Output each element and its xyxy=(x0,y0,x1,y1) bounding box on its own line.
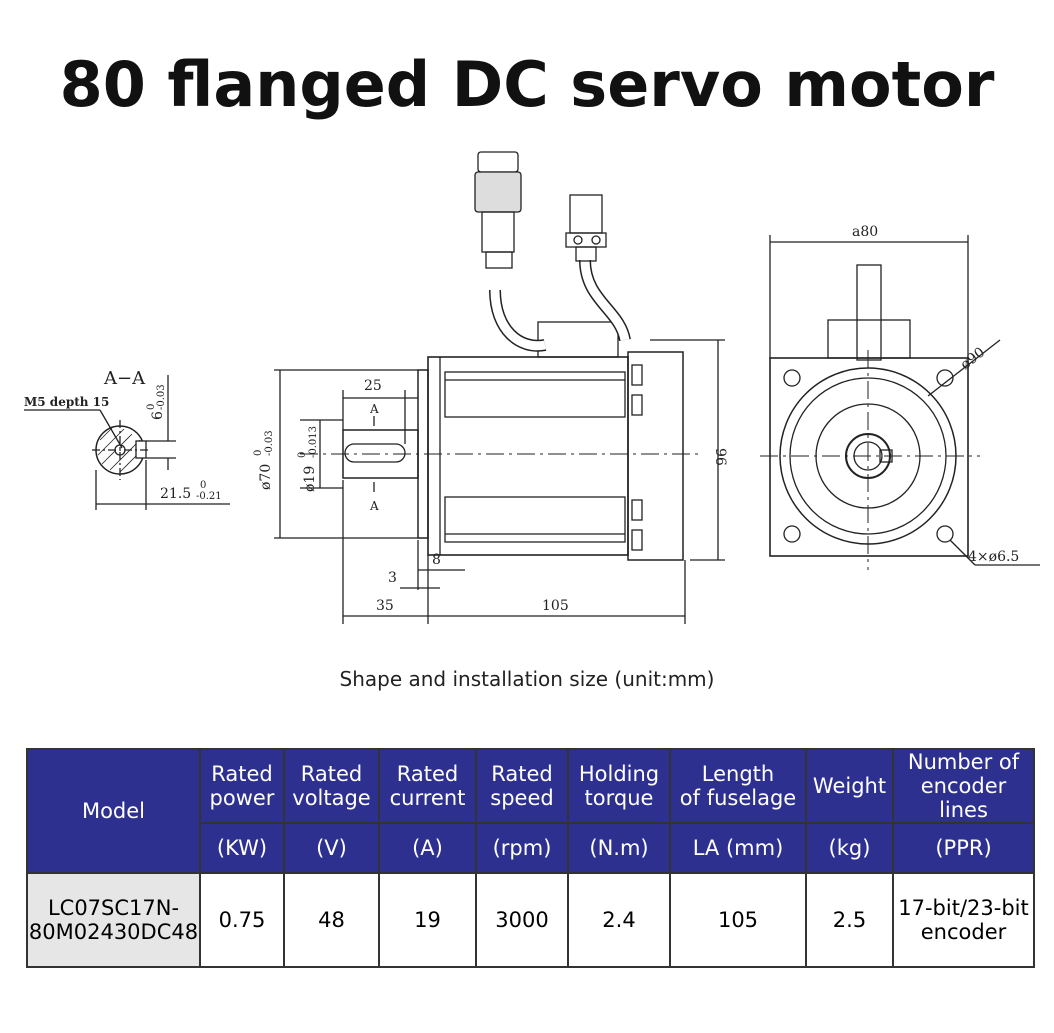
section-view: A−A M5 depth 15 6 0 -0.03 21.5 0 -0.21 xyxy=(24,368,230,510)
table-row: LC07SC17N-80M02430DC48 0.75 48 19 3000 2… xyxy=(26,872,1035,968)
connector-housing xyxy=(537,321,619,358)
height-dim: 96 xyxy=(712,448,728,466)
unit-power: (KW) xyxy=(199,822,285,874)
key-depth-tol-upper: 0 xyxy=(200,480,206,491)
header-weight: Weight xyxy=(805,748,894,824)
power-plug xyxy=(477,151,519,173)
pilot-tol-lower: -0.03 xyxy=(264,430,275,456)
pilot-diameter: ø70 xyxy=(258,464,274,490)
cell-voltage: 48 xyxy=(283,872,380,968)
pilot-tol-upper: 0 xyxy=(253,450,264,456)
key-depth: 21.5 xyxy=(160,486,191,502)
unit-speed: (rpm) xyxy=(475,822,569,874)
flange-thickness: 8 xyxy=(432,552,441,568)
drawing-caption: Shape and installation size (unit:mm) xyxy=(339,667,715,691)
shaft-tol-lower: -0.013 xyxy=(308,426,319,458)
section-mark-top: A xyxy=(369,402,379,416)
body-length: 105 xyxy=(542,598,569,614)
key-tol-upper: 0 xyxy=(146,404,157,410)
cell-current: 19 xyxy=(378,872,477,968)
unit-encoder: (PPR) xyxy=(892,822,1035,874)
key-depth-tol-lower: -0.21 xyxy=(196,491,222,502)
cell-torque: 2.4 xyxy=(567,872,671,968)
key-width: 6 xyxy=(150,411,166,420)
cell-speed: 3000 xyxy=(475,872,569,968)
unit-current: (A) xyxy=(378,822,477,874)
spigot-height: 3 xyxy=(388,570,397,586)
section-mark-bottom: A xyxy=(369,499,379,513)
encoder-plug xyxy=(569,194,603,234)
thread-note: M5 depth 15 xyxy=(24,395,109,409)
key-length: 25 xyxy=(364,378,382,394)
unit-torque: (N.m) xyxy=(567,822,671,874)
encoder-cover xyxy=(627,351,684,561)
end-view: a80 ø90 4×ø6.5 xyxy=(760,224,1040,570)
key-tol-lower: -0.03 xyxy=(156,384,167,410)
flange-square: a80 xyxy=(852,224,878,240)
unit-length: LA (mm) xyxy=(669,822,807,874)
unit-voltage: (V) xyxy=(283,822,380,874)
cell-power: 0.75 xyxy=(199,872,285,968)
mounting-holes: 4×ø6.5 xyxy=(968,549,1019,565)
cell-model: LC07SC17N-80M02430DC48 xyxy=(26,872,201,968)
cell-length: 105 xyxy=(669,872,807,968)
shaft-tol-upper: 0 xyxy=(297,452,308,458)
shaft-length: 35 xyxy=(376,598,394,614)
section-label: A−A xyxy=(103,368,146,389)
motor-dimension-drawing: A−A M5 depth 15 6 0 -0.03 21.5 0 -0.21 ø… xyxy=(24,151,1040,624)
page-title: 80 flanged DC servo motor xyxy=(59,48,995,121)
unit-weight: (kg) xyxy=(805,822,894,874)
side-view: ø70 0 -0.03 ø19 0 -0.013 25 A A xyxy=(253,151,728,624)
cell-weight: 2.5 xyxy=(805,872,894,968)
shaft-diameter: ø19 xyxy=(302,466,318,492)
header-model: Model xyxy=(26,748,201,874)
